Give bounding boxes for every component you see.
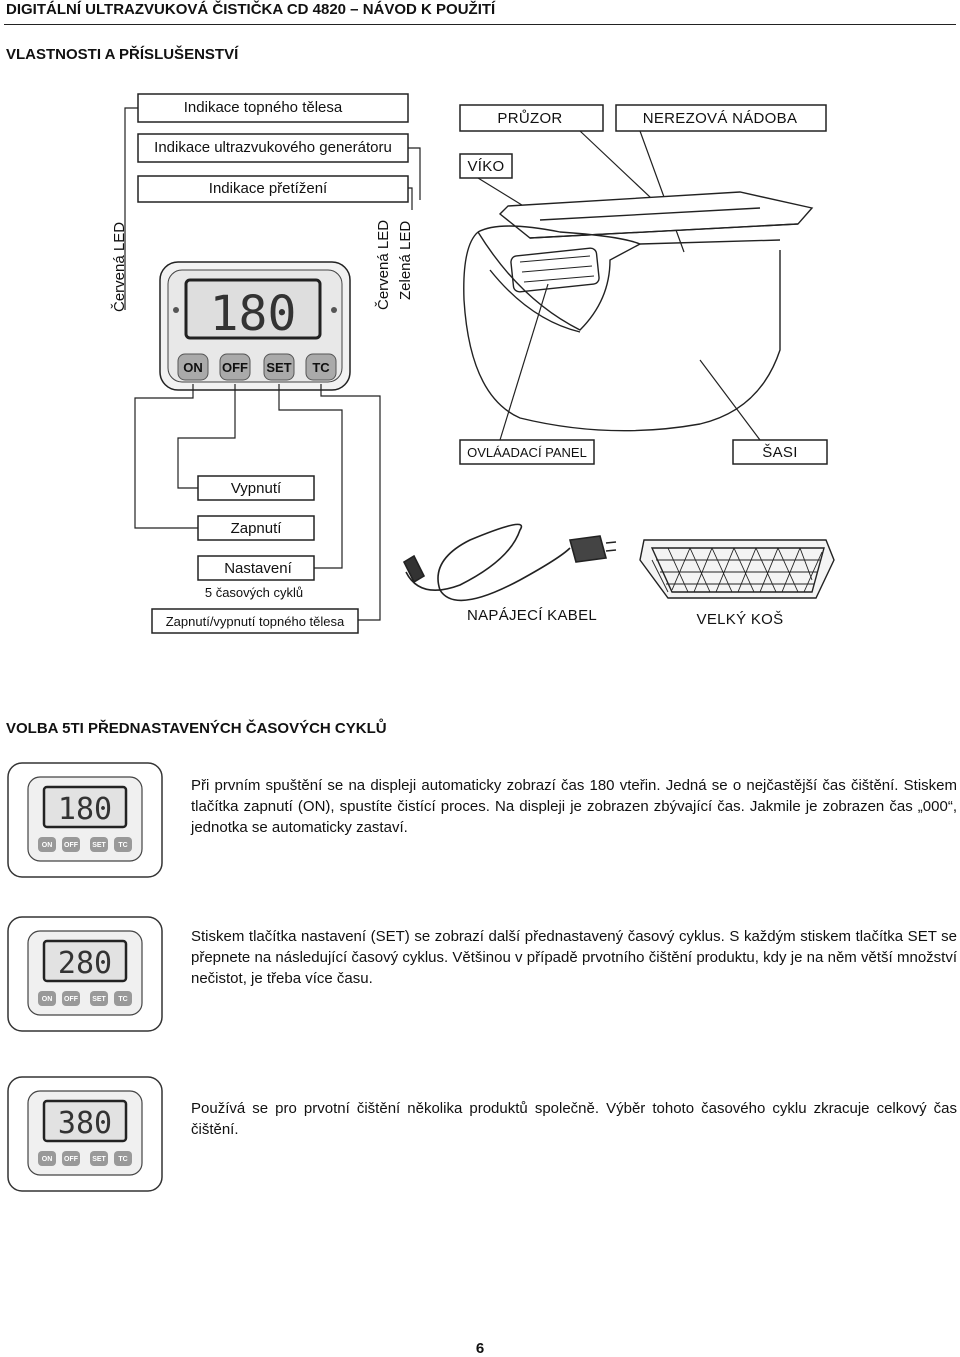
label-generator-indicator: Indikace ultrazvukového generátoru	[154, 139, 392, 156]
cycle-display-3: 380	[58, 1106, 112, 1141]
label-off-function: Vypnutí	[231, 480, 282, 497]
page-header: DIGITÁLNÍ ULTRAZVUKOVÁ ČISTIČKA CD 4820 …	[4, 0, 956, 25]
button-on-label: ON	[183, 360, 203, 375]
label-on-function: Zapnutí	[231, 520, 283, 537]
label-chassis: ŠASI	[762, 444, 797, 461]
page-number: 6	[475, 1340, 485, 1357]
label-overload-indicator: Indikace přetížení	[209, 180, 328, 197]
cycle-1-btn-tc: TC	[118, 842, 127, 849]
cleaner-device-illustration	[463, 191, 814, 432]
label-power-cable: NAPÁJECÍ KABEL	[467, 607, 597, 624]
cycle-text-1: Při prvním spuštění se na displeji autom…	[191, 777, 957, 836]
cycle-3-btn-tc: TC	[118, 1156, 127, 1163]
label-control-panel: OVLÁADACÍ PANEL	[467, 445, 587, 460]
cycle-display-1: 180	[58, 792, 112, 827]
section-title-features: VLASTNOSTI A PŘÍSLUŠENSTVÍ	[6, 46, 239, 63]
label-tank: NEREZOVÁ NÁDOBA	[643, 110, 798, 127]
cycle-text-3: Používá se pro prvotní čištění několika …	[191, 1100, 957, 1138]
label-heater-indicator: Indikace topného tělesa	[184, 99, 343, 116]
label-green-led: Zelená LED	[397, 221, 414, 300]
device-diagram: Indikace topného tělesa Indikace ultrazv…	[111, 93, 835, 634]
button-off-label: OFF	[222, 360, 248, 375]
label-set-cycles: 5 časových cyklů	[205, 585, 303, 600]
label-set-function: Nastavení	[224, 560, 292, 577]
button-tc-label: TC	[312, 360, 330, 375]
section-title-cycles: VOLBA 5TI PŘEDNASTAVENÝCH ČASOVÝCH CYKLŮ	[6, 720, 387, 737]
cycle-1-btn-set: SET	[92, 842, 106, 849]
cycle-2-btn-tc: TC	[118, 996, 127, 1003]
cycle-3-btn-off: OFF	[64, 1156, 79, 1163]
cycle-2-btn-set: SET	[92, 996, 106, 1003]
cycle-2-btn-on: ON	[42, 996, 53, 1003]
button-set-label: SET	[266, 360, 291, 375]
cycle-text-2: Stiskem tlačítka nastavení (SET) se zobr…	[191, 928, 957, 987]
cycle-panel-1: 180 ON OFF SET TC	[7, 762, 163, 878]
power-cable-illustration	[402, 523, 617, 602]
panel-buttons: ON OFF SET TC	[177, 353, 337, 381]
panel-display: 180	[210, 286, 297, 342]
header-title: DIGITÁLNÍ ULTRAZVUKOVÁ ČISTIČKA CD 4820 …	[6, 1, 496, 18]
cycle-2-btn-off: OFF	[64, 996, 79, 1003]
label-red-led-left: Červená LED	[111, 222, 128, 312]
label-red-led-right: Červená LED	[375, 220, 392, 310]
cycle-3-btn-on: ON	[42, 1156, 53, 1163]
label-window: PRŮZOR	[497, 109, 562, 127]
cycle-3-btn-set: SET	[92, 1156, 106, 1163]
label-tc-function: Zapnutí/vypnutí topného tělesa	[166, 614, 345, 629]
cycle-1-btn-off: OFF	[64, 842, 79, 849]
cycle-panel-3: 380 ON OFF SET TC	[7, 1076, 163, 1192]
basket-illustration	[639, 539, 835, 599]
cycle-display-2: 280	[58, 946, 112, 981]
cycle-1-btn-on: ON	[42, 842, 53, 849]
label-lid: VÍKO	[467, 158, 504, 175]
label-basket: VELKÝ KOŠ	[697, 611, 784, 628]
cycle-panel-2: 280 ON OFF SET TC	[7, 916, 163, 1032]
